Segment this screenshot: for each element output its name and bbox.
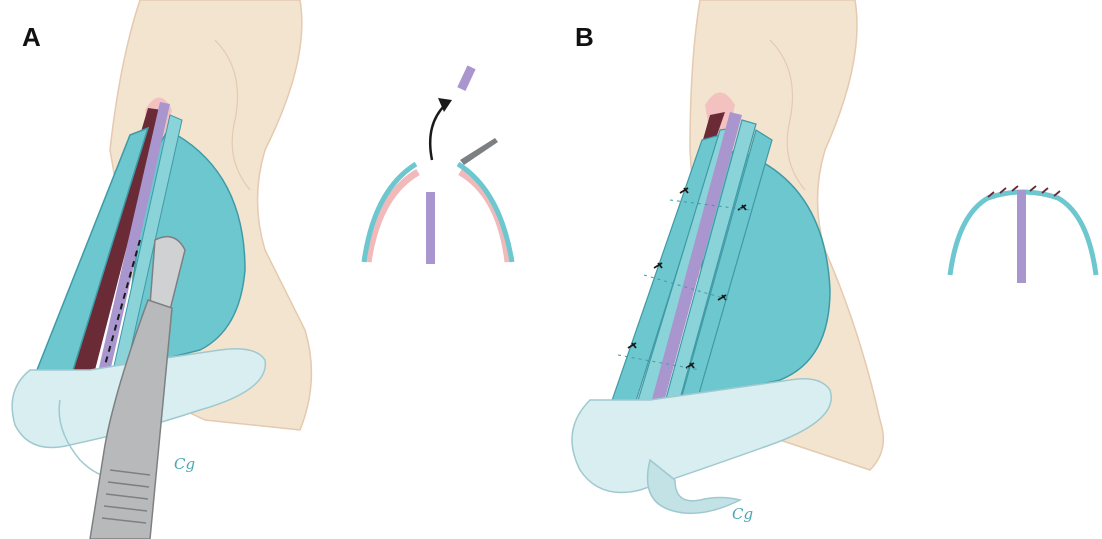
removal-arrow-a [430, 105, 445, 160]
cross-section-a [364, 65, 512, 264]
panel-label-a: A [22, 24, 41, 50]
cross-section-b [950, 186, 1096, 283]
alar-lobule-b [572, 379, 831, 493]
cross-section-septum-a [426, 192, 435, 264]
cross-section-septum-b [1017, 190, 1026, 283]
panel-label-b: B [575, 24, 594, 50]
artist-signature-a: Cg [174, 455, 195, 473]
removed-fragment-a [457, 65, 475, 91]
panel-b-drawing [572, 0, 883, 513]
panel-a-drawing [12, 0, 311, 539]
cross-section-skin-a [368, 172, 508, 262]
mini-scalpel-a [460, 138, 498, 165]
artist-signature-b: Cg [732, 505, 753, 523]
